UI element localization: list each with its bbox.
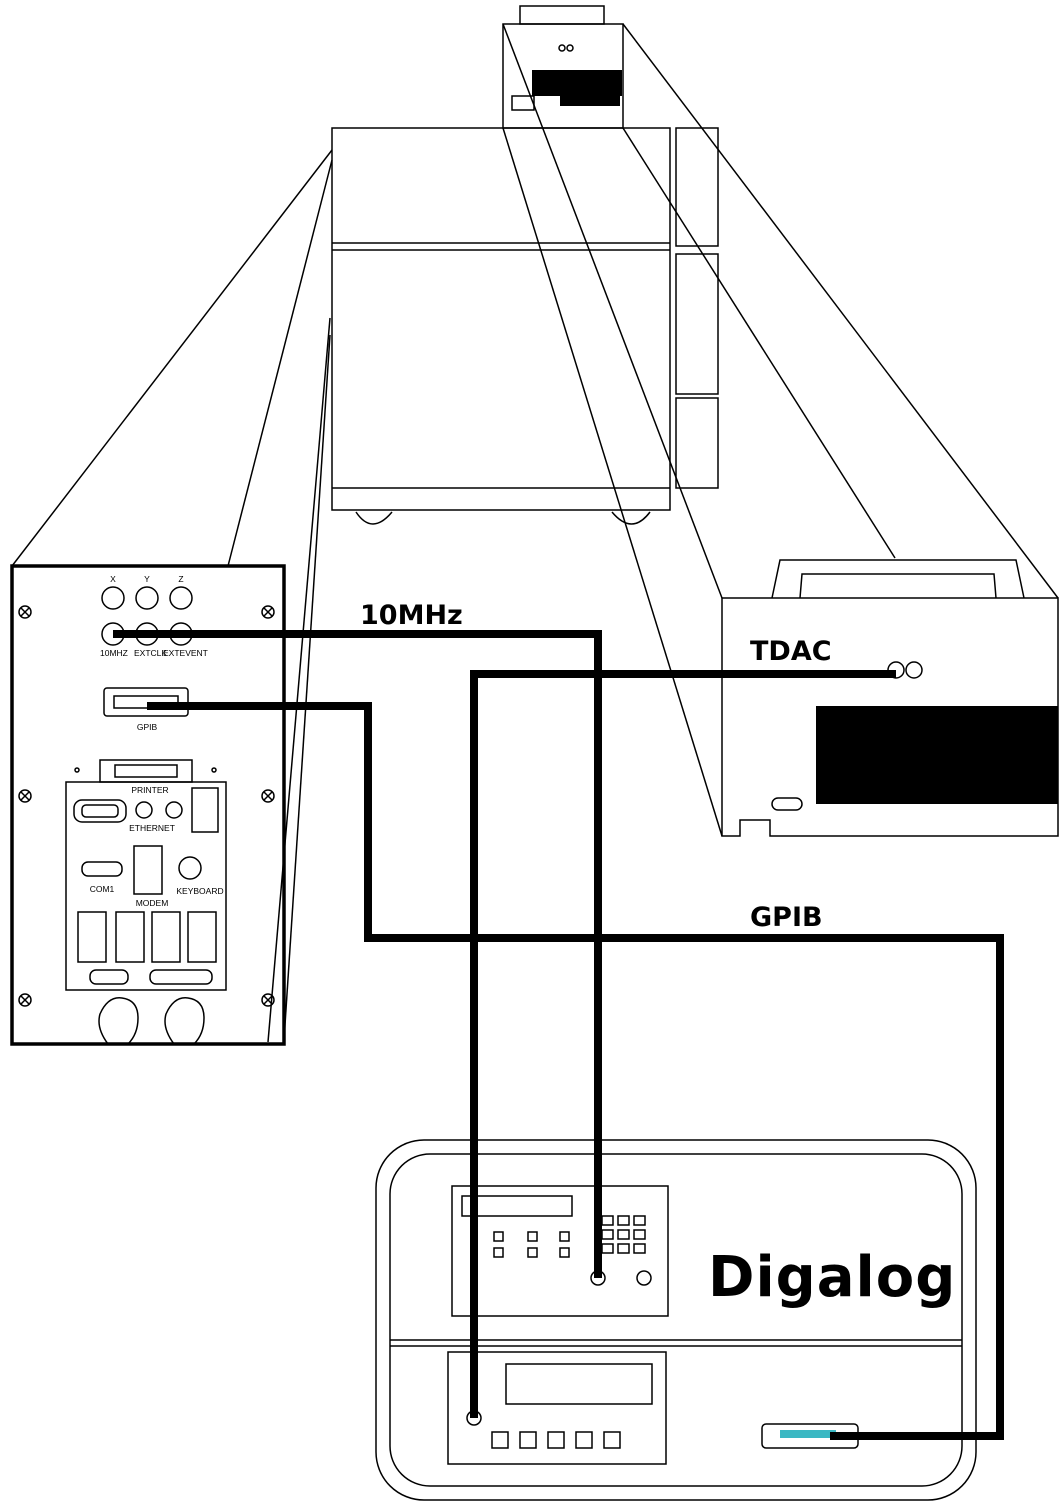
label-tdac: TDAC <box>750 636 832 667</box>
connector-10mhz-label: 10MHZ <box>100 648 128 658</box>
zoom-lines-tdac <box>502 23 1059 837</box>
cable-tdac <box>470 670 896 1418</box>
com1-port <box>81 861 123 877</box>
power-inlet <box>98 997 139 1045</box>
connector-extevent-label: EXTEVENT <box>163 648 208 658</box>
screw-icon <box>18 605 275 1007</box>
expansion-slot <box>77 911 107 963</box>
upper-display <box>461 1195 573 1217</box>
expansion-slot <box>115 911 145 963</box>
video-port <box>73 799 127 823</box>
ethernet-port <box>135 801 153 819</box>
rear-panel: X Y Z 10MHZ EXTCLK EXTEVENT GPIB PRINTER… <box>10 564 286 1046</box>
zoom-lines-rear-panel <box>11 149 333 1043</box>
cable-10mhz <box>113 630 602 1278</box>
cable-gpib <box>147 702 1004 1440</box>
com1-label: COM1 <box>90 884 115 894</box>
expansion-slot <box>151 911 181 963</box>
modem-port <box>133 845 163 895</box>
keyboard-label: KEYBOARD <box>176 886 223 896</box>
connector-x-label: X <box>110 574 116 584</box>
brand-logo: Digalog <box>708 1245 956 1310</box>
connector-y-label: Y <box>144 574 150 584</box>
tdac-instrument <box>721 559 1059 837</box>
label-10mhz: 10MHz <box>360 600 463 631</box>
label-gpib: GPIB <box>750 902 823 933</box>
io-plate <box>65 781 227 991</box>
lower-meter <box>447 1351 667 1465</box>
printer-label: PRINTER <box>131 785 168 795</box>
keyboard-port <box>178 856 202 880</box>
top-instrument <box>502 5 624 129</box>
modem-label: MODEM <box>136 898 169 908</box>
serial-port <box>89 969 129 985</box>
connector-extclk-label: EXTCLK <box>134 648 167 658</box>
connector-z <box>169 586 193 610</box>
digalog-instrument: Digalog <box>375 1139 977 1501</box>
gpib-port-label: GPIB <box>137 722 158 732</box>
slot-cover <box>191 787 219 833</box>
parallel-port <box>149 969 213 985</box>
connector-x <box>101 586 125 610</box>
upper-meter <box>451 1185 669 1317</box>
ethernet-label: ETHERNET <box>129 823 175 833</box>
upper-keypad <box>493 1215 646 1258</box>
connector-z-label: Z <box>178 574 183 584</box>
power-inlet <box>164 997 205 1045</box>
lower-display <box>505 1363 653 1405</box>
printer-port <box>99 759 193 783</box>
lower-buttons <box>491 1431 621 1449</box>
tdac-vent-grille <box>816 706 1058 804</box>
cables <box>113 630 1004 1440</box>
connector-y <box>135 586 159 610</box>
expansion-slot <box>187 911 217 963</box>
